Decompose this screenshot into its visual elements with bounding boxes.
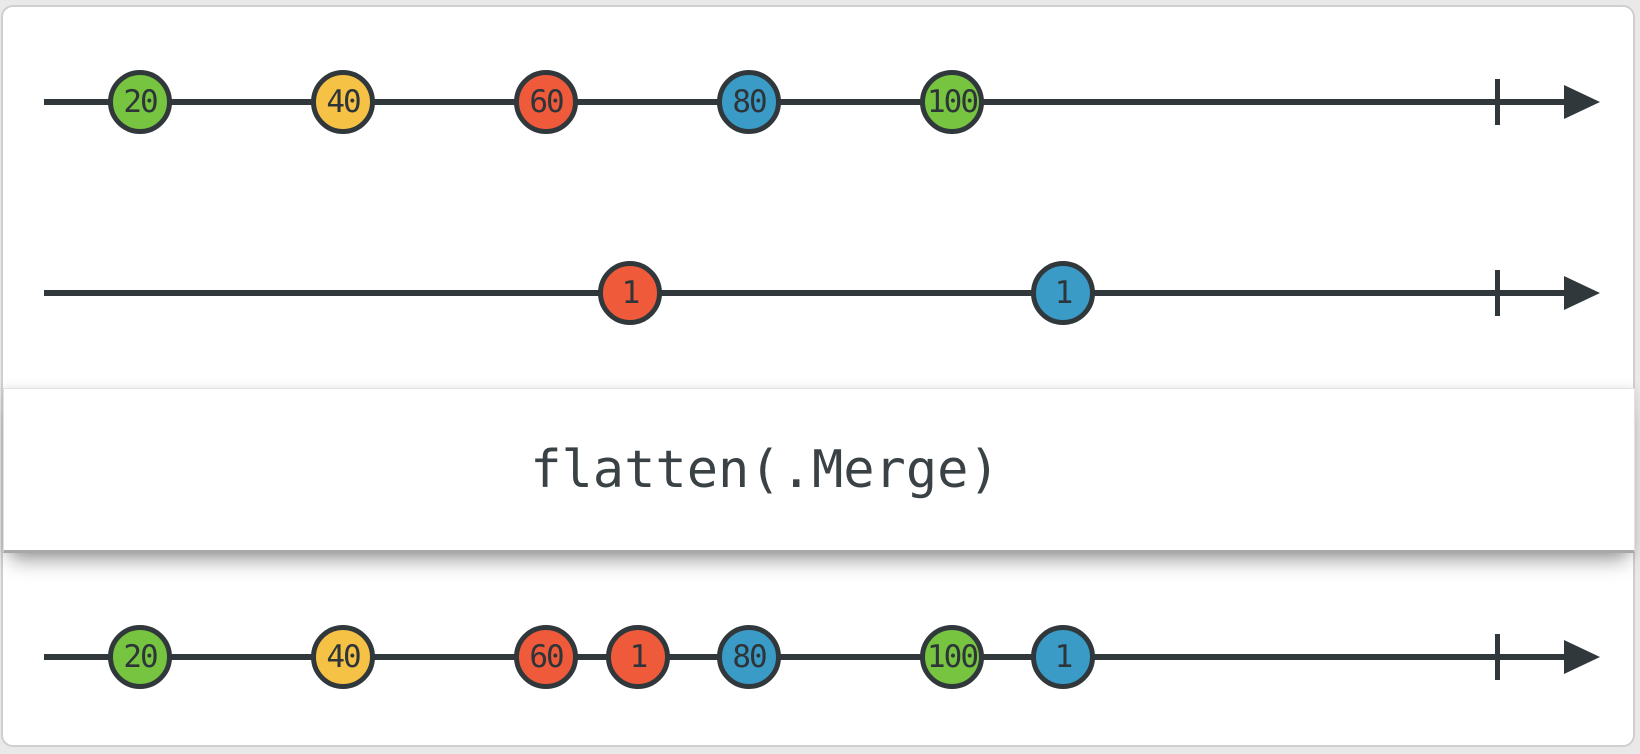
marble-output-stream-60: 60 [514,625,578,689]
marble-output-stream-100: 100 [920,625,984,689]
diagram-card [1,5,1635,747]
completion-tick [1495,634,1500,680]
marble-output-stream-80: 80 [717,625,781,689]
marble-source-stream-40: 40 [311,70,375,134]
timeline-line [44,654,1578,660]
marble-inner-stream-1: 1 [1031,261,1095,325]
marble-source-stream-80: 80 [717,70,781,134]
timeline-line [44,99,1578,105]
arrowhead-icon [1564,276,1600,310]
completion-tick [1495,79,1500,125]
marble-source-stream-20: 20 [108,70,172,134]
operator-label: flatten(.Merge) [530,439,1000,500]
marble-output-stream-40: 40 [311,625,375,689]
marble-output-stream-1: 1 [1031,625,1095,689]
marble-source-stream-100: 100 [920,70,984,134]
marble-inner-stream-1: 1 [598,261,662,325]
completion-tick [1495,270,1500,316]
arrowhead-icon [1564,85,1600,119]
marble-output-stream-20: 20 [108,625,172,689]
operator-box: flatten(.Merge) [3,388,1635,553]
timeline-line [44,290,1578,296]
marble-source-stream-60: 60 [514,70,578,134]
marble-output-stream-1: 1 [606,625,670,689]
arrowhead-icon [1564,640,1600,674]
